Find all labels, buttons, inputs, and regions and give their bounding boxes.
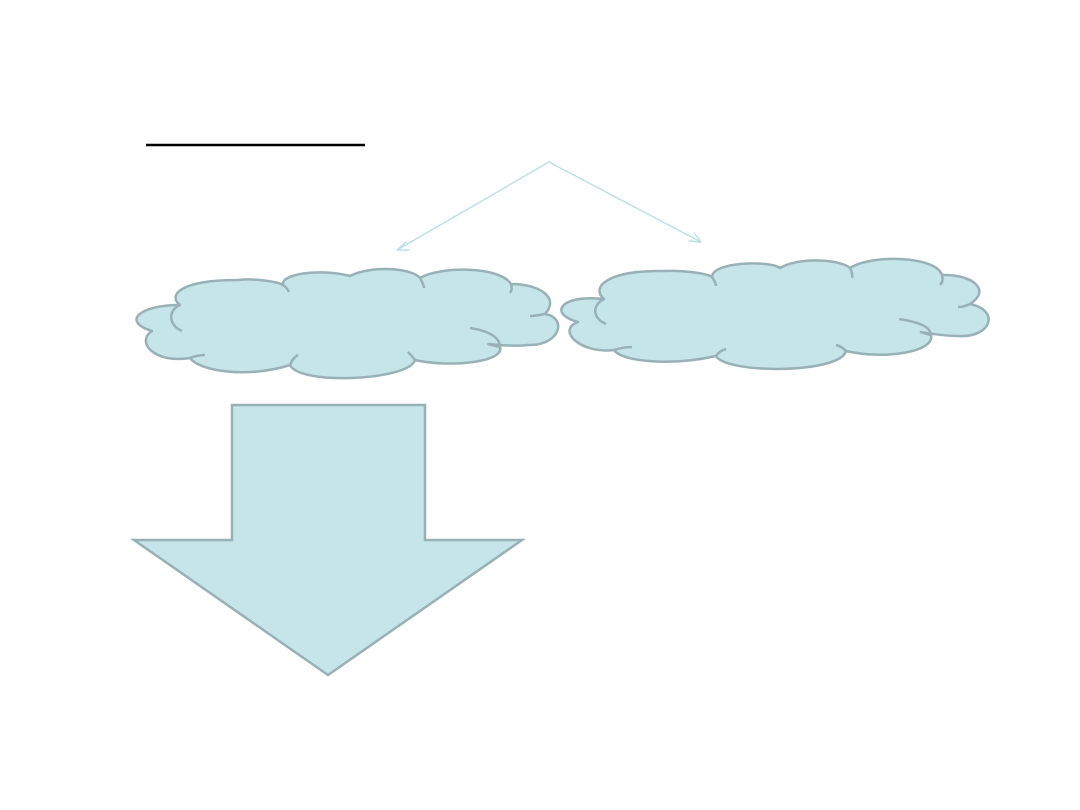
connector-right — [548, 161, 702, 243]
arrowhead-left-icon — [396, 241, 410, 251]
arrowhead-right-icon — [688, 232, 702, 243]
branch-connectors — [396, 161, 702, 251]
connector-left — [396, 161, 550, 251]
right-cloud[interactable] — [560, 257, 990, 371]
down-block-arrow[interactable] — [130, 403, 526, 677]
left-cloud[interactable] — [135, 267, 560, 380]
